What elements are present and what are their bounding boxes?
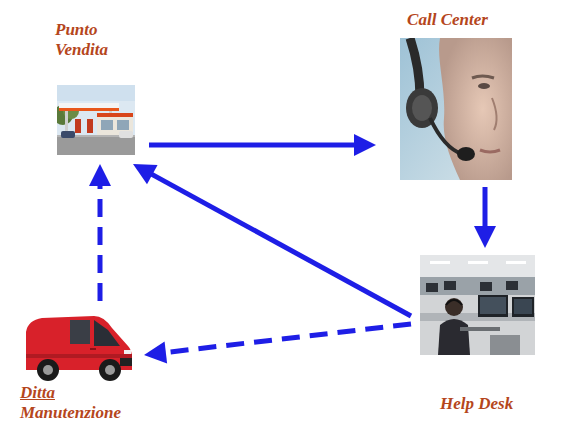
node-label: Help Desk [440,394,540,414]
gas-station-picture [57,85,135,155]
node-label: Ditta Manutenzione [20,383,138,423]
operator-picture [400,38,512,180]
office-picture [420,255,535,355]
dashed-arrow [89,164,111,301]
maintenance-node: Ditta Manutenzione [15,305,140,432]
van-picture [20,310,135,385]
flow-arrow [133,164,411,316]
arrow-line [98,184,103,301]
arrow-head [133,164,158,184]
arrow-head [354,134,376,156]
call-center-node: Call Center [380,8,515,183]
arrow-head [474,226,496,248]
dashed-arrow [144,324,411,363]
arrow-line [164,324,411,353]
node-label: Call Center [380,10,515,30]
flow-arrow [474,187,496,248]
arrow-line [149,143,356,148]
help-desk-node: Help Desk [415,252,540,424]
arrow-line [151,174,411,316]
flow-arrow [149,134,376,156]
node-label: Punto Vendita [55,20,140,60]
arrow-line [483,187,488,228]
shop-node: Punto Vendita [50,18,145,160]
arrow-head [144,342,167,364]
arrow-head [89,164,111,186]
